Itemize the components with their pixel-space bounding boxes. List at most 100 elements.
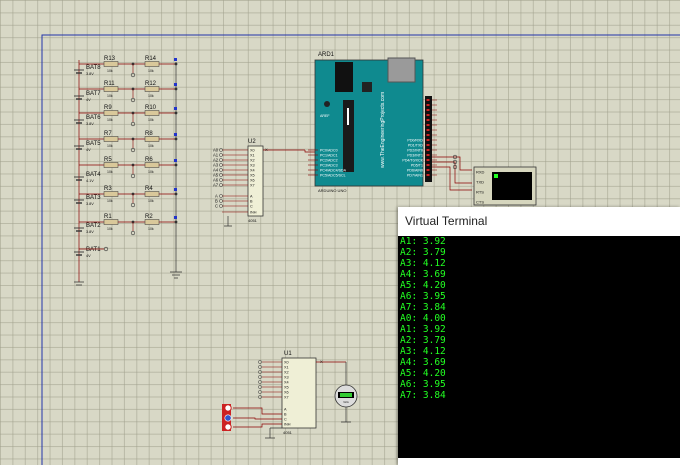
power-jack [335,62,353,92]
u2-left-label: A1 [213,153,219,158]
analog-pin-label: PC0/ADC0 [320,149,338,153]
arduino-uno[interactable]: ARD1 www.TheEngineeringProjects.com PC0/… [308,52,437,193]
battery-voltage: 4V [86,254,91,258]
u2-pin-label: X0 [250,149,255,153]
mux-u1-part: 4051 [283,430,293,435]
battery-voltage: 3.8V [86,202,94,206]
terminal-line: A6: 3.95 [400,291,446,302]
digital-pin-label: PD3/INT1 [407,154,423,158]
u2-left-label: A5 [213,173,219,178]
resistor-right-label: R12 [145,81,157,87]
terminal-line: A1: 3.92 [400,236,446,247]
u1-pin-label: INH [284,423,291,427]
battery-voltage: 3.8V [86,72,94,76]
u2-pin-label: X1 [250,154,255,158]
terminal-line: A3: 4.12 [400,258,446,269]
u2-pin-label: X5 [250,174,255,178]
u1-pin-label: X3 [284,376,289,380]
resistor-value: 10k [107,227,113,231]
mux-u2-part: 4051 [248,218,258,223]
resistor-value: 10k [107,94,113,98]
terminal-line: A4: 3.69 [400,269,446,280]
battery-name: BAT5 [86,141,101,147]
arduino-model: ARDUINO UNO [318,188,346,193]
voltmeter[interactable]: Volts [334,384,358,408]
resistor-value: 10k [148,227,154,231]
u2-left-label: B [215,199,218,204]
u2-left-label: A2 [213,158,219,163]
resistor-value: 10k [107,199,113,203]
resistor-value: 10k [148,144,154,148]
terminal-line: A4: 3.69 [400,357,446,368]
resistor-value: 10k [148,94,154,98]
terminal-line: A5: 4.20 [400,368,446,379]
digital-pin-label: PD0/RXD [407,139,423,143]
u2-pin-label: X2 [250,159,255,163]
resistor-value: 10k [148,69,154,73]
digital-pin-label: PD4/T0/XCK [402,159,423,163]
digital-pin-label: PD2/INT0 [407,149,423,153]
terminal-line: A7: 3.84 [400,390,446,401]
battery-voltage: 3.8V [86,230,94,234]
battery-voltage: 4.1V [86,179,94,183]
analog-pin-label: PC5/ADC5/SCL [320,174,346,178]
digital-pin-label: PD7/AIN1 [407,174,423,178]
atmega-chip [343,100,354,172]
mux-u2-output: X [265,147,268,152]
battery-name: BAT1 [86,247,101,253]
battery-name: BAT7 [86,91,101,97]
u1-pin-label: X0 [284,361,289,365]
terminal-line: A2: 3.79 [400,247,446,258]
resistor-right-label: R2 [145,214,153,220]
u2-left-label: A4 [213,168,219,173]
resistor-value: 10k [107,170,113,174]
resistor-left-label: R3 [104,186,112,192]
u1-pin-label: X1 [284,366,289,370]
u2-pin-label: X7 [250,184,255,188]
terminal-pin-label: TXD [476,180,484,185]
u2-pin-label: X6 [250,179,255,183]
analog-pin-label: PC3/ADC3 [320,164,338,168]
resistor-value: 10k [148,118,154,122]
u1-pin-label: B [284,413,287,417]
u2-pin-label: X3 [250,164,255,168]
mux-u1-output: X [320,359,323,364]
u1-pin-label: X5 [284,386,289,390]
resistor-left-label: R5 [104,157,112,163]
resistor-value: 10k [107,144,113,148]
battery-voltage: 4V [86,148,91,152]
battery-ladder[interactable]: BAT83.8VBAT74VBAT63.8VBAT54VBAT44.1VBAT3… [74,56,182,286]
logic-switches[interactable] [222,404,282,439]
battery-name: BAT4 [86,172,101,178]
terminal-line: A1: 3.92 [400,324,446,335]
terminal-pin-label: RXD [476,170,485,175]
terminal-pin-label: RTS [476,190,484,195]
battery-voltage: 3.8V [86,122,94,126]
u2-pin-label: C [250,205,253,209]
u2-left-label: A0 [213,148,219,153]
u2-left-label: C [215,204,218,209]
digital-pin-label: PD1/TXD [408,144,424,148]
